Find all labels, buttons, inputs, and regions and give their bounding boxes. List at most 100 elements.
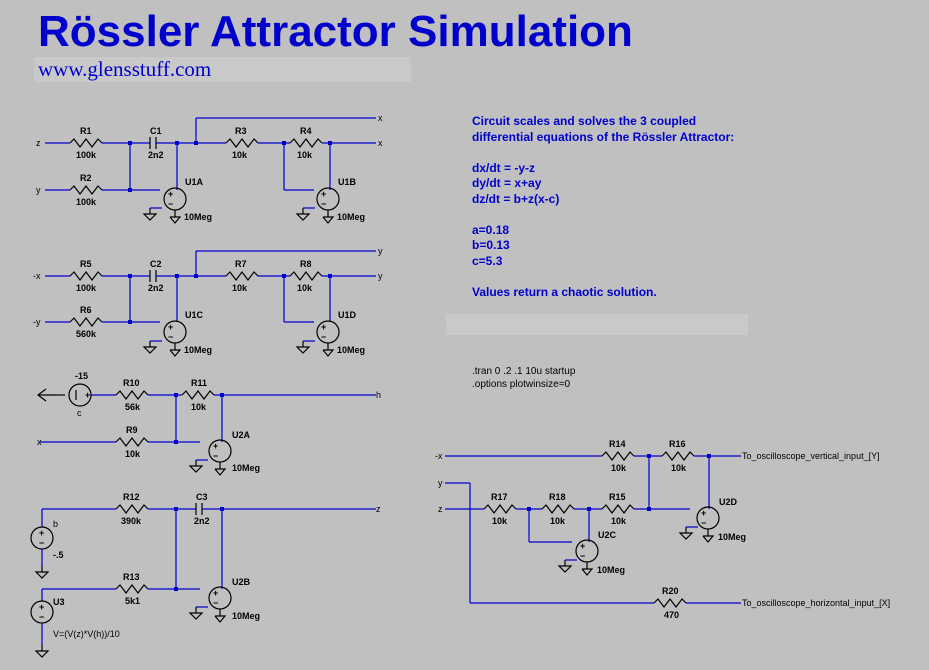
u1a-name: U1A — [185, 177, 204, 187]
description-conclusion: Values return a chaotic solution. — [472, 284, 657, 299]
net-label-y-in: y — [438, 478, 443, 488]
u1d-name: U1D — [338, 310, 357, 320]
r10-name: R10 — [123, 378, 140, 388]
output-vertical-label: To_oscilloscope_vertical_input_[Y] — [742, 451, 880, 461]
u2a-value: 10Meg — [232, 463, 260, 473]
r13-name: R13 — [123, 572, 140, 582]
u2d-value: 10Meg — [718, 532, 746, 542]
r2-value: 100k — [76, 197, 97, 207]
r11-value: 10k — [191, 402, 207, 412]
r18-value: 10k — [550, 516, 566, 526]
output-horizontal-label: To_oscilloscope_horizontal_input_[X] — [742, 598, 890, 608]
v2-label: b — [53, 519, 58, 529]
u1b-value: 10Meg — [337, 212, 365, 222]
u2b-value: 10Meg — [232, 611, 260, 621]
r9-name: R9 — [126, 425, 138, 435]
c3-value: 2n2 — [194, 516, 210, 526]
website-link[interactable]: www.glensstuff.com — [34, 57, 411, 82]
u3-name: U3 — [53, 597, 65, 607]
net-label-x-out2: x — [378, 138, 383, 148]
r10-value: 56k — [125, 402, 141, 412]
c3-name: C3 — [196, 492, 208, 502]
block-scope-output: -x y z To_oscilloscope_vertical_input_[Y… — [435, 439, 890, 620]
net-label-neg-x: -x — [33, 271, 41, 281]
v2-value: -.5 — [53, 550, 64, 560]
description-text: Circuit scales and solves the 3 coupled … — [472, 114, 734, 300]
r6-value: 560k — [76, 329, 97, 339]
options-directive: .options plotwinsize=0 — [472, 378, 571, 390]
net-label-neg-x-in: -x — [435, 451, 443, 461]
r16-value: 10k — [671, 463, 687, 473]
r1-value: 100k — [76, 150, 97, 160]
r5-value: 100k — [76, 283, 97, 293]
net-label-y-out: y — [378, 246, 383, 256]
r15-name: R15 — [609, 492, 626, 502]
r2-name: R2 — [80, 173, 92, 183]
block-y-integrator: -x -y y y R5 100k R6 560k C2 2n2 R7 10k … — [33, 246, 383, 357]
r14-value: 10k — [611, 463, 627, 473]
net-label-x-out: x — [378, 113, 383, 123]
u2a-name: U2A — [232, 430, 251, 440]
r16-name: R16 — [669, 439, 686, 449]
param-a: a=0.18 — [472, 222, 510, 237]
r13-value: 5k1 — [125, 596, 140, 606]
c1-value: 2n2 — [148, 150, 164, 160]
u2c-value: 10Meg — [597, 565, 625, 575]
u1d-value: 10Meg — [337, 345, 365, 355]
r9-value: 10k — [125, 449, 141, 459]
spice-directives: .tran 0 .2 .1 10u startup .options plotw… — [472, 366, 575, 391]
r12-name: R12 — [123, 492, 140, 502]
c2-value: 2n2 — [148, 283, 164, 293]
r18-name: R18 — [549, 492, 566, 502]
net-label-y-out2: y — [378, 271, 383, 281]
r14-name: R14 — [609, 439, 626, 449]
block-z-integrator: z b -.5 R12 390k C3 2n2 R13 5k1 U2B 10Me… — [30, 492, 381, 658]
tran-directive: .tran 0 .2 .1 10u startup — [472, 366, 576, 377]
r20-name: R20 — [662, 586, 679, 596]
net-label-z-out: z — [376, 504, 381, 514]
description-line-1: Circuit scales and solves the 3 coupled — [472, 114, 697, 128]
u2c-name: U2C — [598, 530, 617, 540]
net-label-z-in: z — [438, 504, 443, 514]
r17-value: 10k — [492, 516, 508, 526]
r3-value: 10k — [232, 150, 248, 160]
r8-name: R8 — [300, 259, 312, 269]
net-label-x-in: x — [37, 437, 42, 447]
u2b-name: U2B — [232, 577, 251, 587]
equation-dz: dz/dt = b+z(x-c) — [472, 191, 560, 206]
v1-label: c — [77, 408, 82, 418]
c1-name: C1 — [150, 126, 162, 136]
u1c-name: U1C — [185, 310, 204, 320]
block-h-summer: + -15 c h x R10 56k R11 10k R9 10k U2A 1… — [37, 371, 381, 476]
net-label-y: y — [36, 185, 41, 195]
u1a-value: 10Meg — [184, 212, 212, 222]
r15-value: 10k — [611, 516, 627, 526]
r11-name: R11 — [191, 378, 207, 388]
net-label-neg-y: -y — [33, 317, 41, 327]
r7-value: 10k — [232, 283, 248, 293]
description-line-2: differential equations of the Rössler At… — [472, 129, 735, 144]
r4-name: R4 — [300, 126, 312, 136]
param-b: b=0.13 — [472, 238, 510, 252]
equation-dx: dx/dt = -y-z — [472, 160, 536, 175]
r4-value: 10k — [297, 150, 313, 160]
page-title: Rössler Attractor Simulation — [38, 7, 633, 56]
u2d-name: U2D — [719, 497, 738, 507]
v1-value: -15 — [75, 371, 88, 381]
param-c: c=5.3 — [472, 253, 503, 268]
r12-value: 390k — [121, 516, 142, 526]
r8-value: 10k — [297, 283, 313, 293]
r6-name: R6 — [80, 305, 92, 315]
block-x-integrator: z y x x R1 100k R2 100k C1 2n2 R3 10k R4… — [36, 113, 383, 224]
u3-value: V=(V(z)*V(h))/10 — [53, 629, 120, 639]
r17-name: R17 — [491, 492, 508, 502]
u1c-value: 10Meg — [184, 345, 212, 355]
r5-name: R5 — [80, 259, 92, 269]
net-label-z: z — [36, 138, 41, 148]
c2-name: C2 — [150, 259, 162, 269]
r3-name: R3 — [235, 126, 247, 136]
r1-name: R1 — [80, 126, 92, 136]
highlight-bar — [446, 314, 748, 335]
u1b-name: U1B — [338, 177, 357, 187]
